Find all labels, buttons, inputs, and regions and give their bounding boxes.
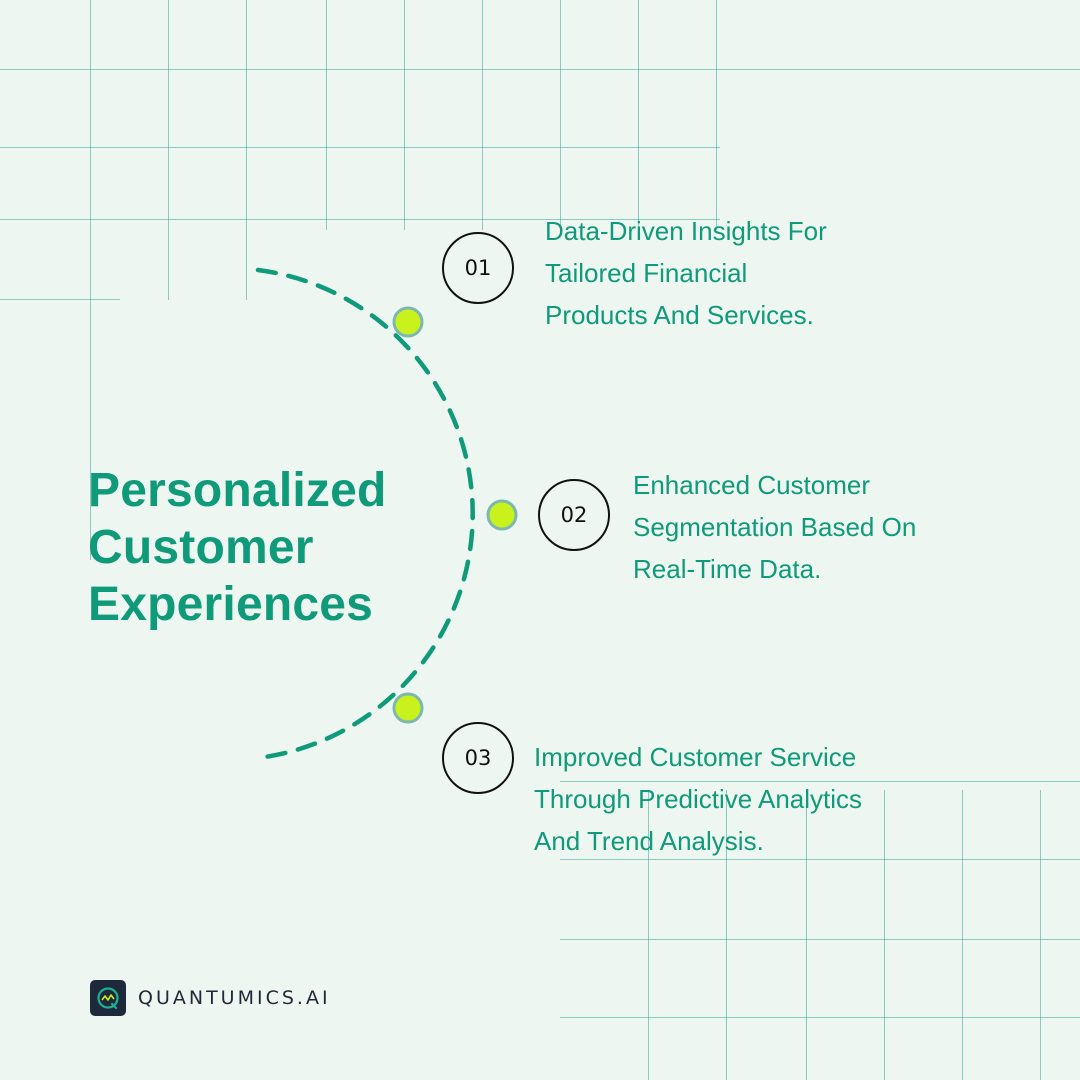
- number-label: 01: [464, 256, 492, 280]
- item-line: Real-Time Data.: [633, 554, 822, 584]
- timeline-dot-1: [392, 306, 424, 338]
- item-line: Improved Customer Service: [534, 742, 857, 772]
- timeline-dot-3: [392, 692, 424, 724]
- list-item-01-text: Data-Driven Insights For Tailored Financ…: [545, 210, 827, 336]
- brand-name: QUANTUMICS.AI: [138, 987, 331, 1009]
- number-label: 02: [560, 503, 588, 527]
- item-line: Through Predictive Analytics: [534, 784, 863, 814]
- brand-logo: QUANTUMICS.AI: [90, 980, 331, 1016]
- title-line-3: Experiences: [88, 578, 374, 631]
- dashed-arc: [255, 267, 475, 761]
- number-badge-01: 01: [442, 232, 514, 304]
- timeline-dot-2: [486, 499, 518, 531]
- title-line-2: Customer: [88, 521, 314, 574]
- list-item-03-text: Improved Customer Service Through Predic…: [534, 736, 862, 862]
- quantumics-logo-icon: [90, 980, 126, 1016]
- number-badge-02: 02: [538, 479, 610, 551]
- list-item-02-text: Enhanced Customer Segmentation Based On …: [633, 464, 916, 590]
- item-line: And Trend Analysis.: [534, 826, 764, 856]
- item-line: Segmentation Based On: [633, 512, 917, 542]
- page-title: Personalized Customer Experiences: [88, 462, 387, 633]
- item-line: Enhanced Customer: [633, 470, 871, 500]
- item-line: Tailored Financial: [545, 258, 748, 288]
- number-label: 03: [464, 746, 492, 770]
- number-badge-03: 03: [442, 722, 514, 794]
- item-line: Products And Services.: [545, 300, 814, 330]
- title-line-1: Personalized: [88, 464, 387, 517]
- item-line: Data-Driven Insights For: [545, 216, 827, 246]
